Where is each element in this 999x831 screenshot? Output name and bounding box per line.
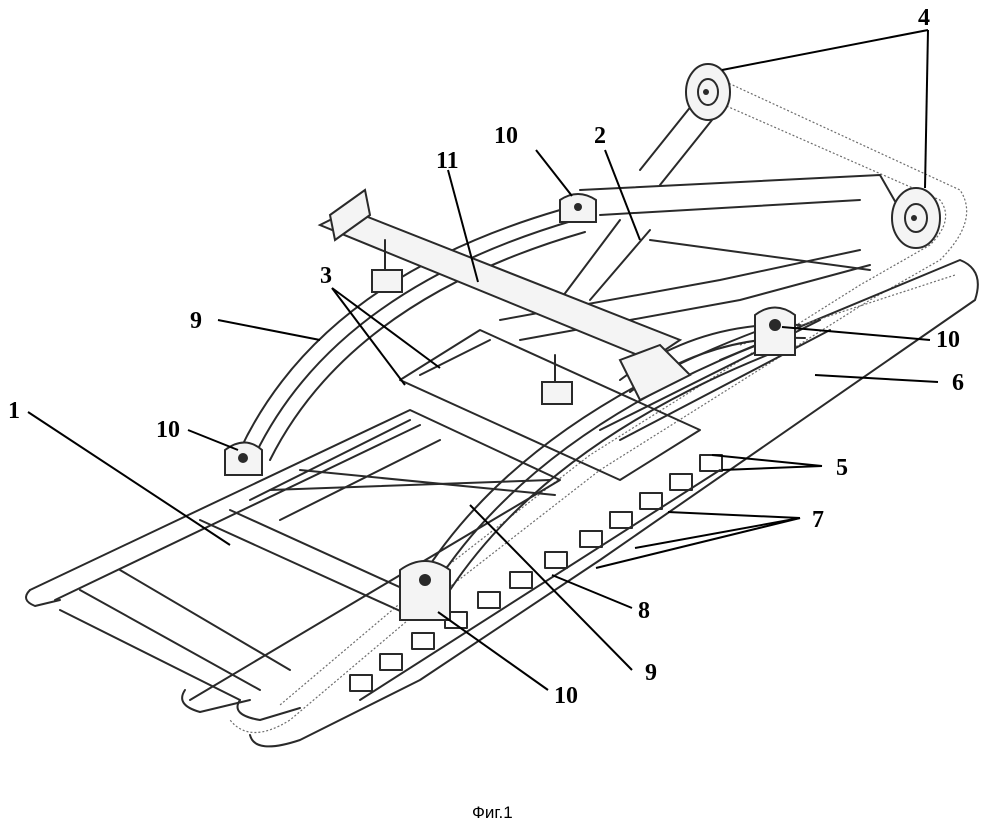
- spring-brackets: [224, 193, 796, 621]
- label-3: 3: [320, 263, 332, 289]
- label-10-right: 10: [936, 327, 960, 353]
- label-6: 6: [952, 370, 964, 396]
- leader-lines: [27, 29, 939, 691]
- label-1: 1: [8, 398, 20, 424]
- label-9-bottom: 9: [645, 660, 657, 686]
- rear-wheels: [685, 63, 941, 249]
- label-2: 2: [594, 123, 606, 149]
- label-7: 7: [812, 507, 824, 533]
- label-9-left: 9: [190, 308, 202, 334]
- crossbeam: [317, 188, 692, 405]
- track-belt: [229, 69, 979, 748]
- track-lugs: [349, 454, 723, 701]
- label-8: 8: [638, 598, 650, 624]
- label-10-left: 10: [156, 417, 180, 443]
- label-10-bottom: 10: [554, 683, 578, 709]
- label-5: 5: [836, 455, 848, 481]
- label-11: 11: [436, 148, 459, 174]
- front-frame: [25, 409, 561, 721]
- figure-caption: Фиг.1: [472, 803, 513, 822]
- label-10-top: 10: [494, 123, 518, 149]
- label-4: 4: [918, 5, 930, 31]
